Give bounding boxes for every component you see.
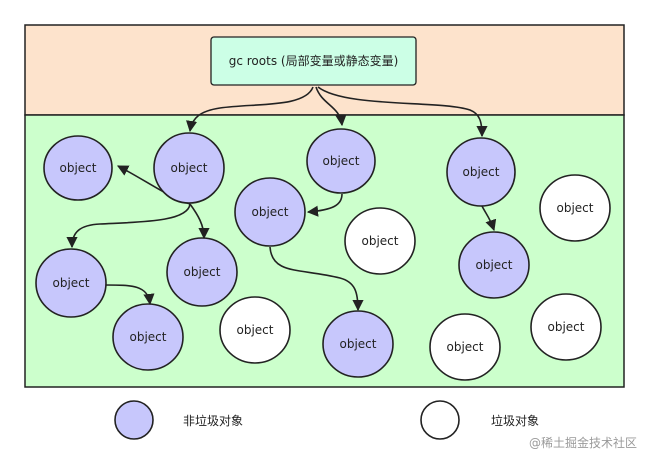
edge-root-to-object-d — [315, 86, 347, 127]
object-node: object — [43, 135, 113, 201]
svg-text:object: object — [362, 234, 399, 248]
svg-text:object: object — [463, 165, 500, 179]
edge-d-to-c — [306, 193, 343, 217]
svg-text:object: object — [184, 265, 221, 279]
object-node: object — [446, 137, 516, 207]
svg-text:object: object — [447, 340, 484, 354]
legend: 非垃圾对象 垃圾对象 — [114, 400, 539, 440]
legend-garbage-label: 垃圾对象 — [491, 413, 539, 428]
edge-root-to-object-b — [186, 86, 314, 133]
object-node: object — [322, 310, 394, 378]
edge-f-to-i — [104, 284, 155, 306]
garbage-objects: object object object object object — [219, 174, 611, 381]
svg-text:object: object — [53, 276, 90, 290]
svg-text:object: object — [130, 330, 167, 344]
svg-text:object: object — [557, 201, 594, 215]
svg-text:object: object — [252, 205, 289, 219]
gc-roots-box — [210, 36, 417, 86]
legend-garbage-swatch — [420, 400, 460, 440]
svg-text:object: object — [548, 320, 585, 334]
object-node: object — [530, 293, 602, 361]
svg-text:object: object — [237, 323, 274, 337]
svg-text:object: object — [60, 161, 97, 175]
legend-reachable-label: 非垃圾对象 — [183, 413, 243, 428]
watermark: @稀土掘金技术社区 — [529, 435, 637, 450]
object-node: object — [234, 177, 306, 247]
object-node: object — [306, 128, 376, 194]
edge-root-to-object-e — [317, 86, 488, 138]
object-node: object — [153, 132, 225, 204]
gc-roots-label: gc roots (局部变量或静态变量) — [229, 53, 399, 68]
object-node: object — [539, 174, 611, 242]
edge-b-to-g — [189, 203, 210, 240]
object-node: object — [112, 303, 184, 371]
edge-c-to-h — [269, 246, 364, 312]
object-node: object — [344, 207, 416, 275]
object-node: object — [166, 237, 238, 307]
edge-b-to-f — [66, 203, 191, 249]
svg-text:object: object — [323, 154, 360, 168]
svg-text:object: object — [476, 258, 513, 272]
object-node: object — [219, 296, 291, 364]
svg-text:object: object — [340, 337, 377, 351]
object-node: object — [429, 313, 501, 381]
svg-text:object: object — [171, 161, 208, 175]
object-node: object — [458, 231, 530, 299]
object-node: object — [35, 248, 107, 318]
legend-reachable-swatch — [114, 400, 154, 440]
edge-e-to-j — [481, 205, 497, 232]
reachable-objects: object object object object object objec… — [35, 128, 530, 378]
